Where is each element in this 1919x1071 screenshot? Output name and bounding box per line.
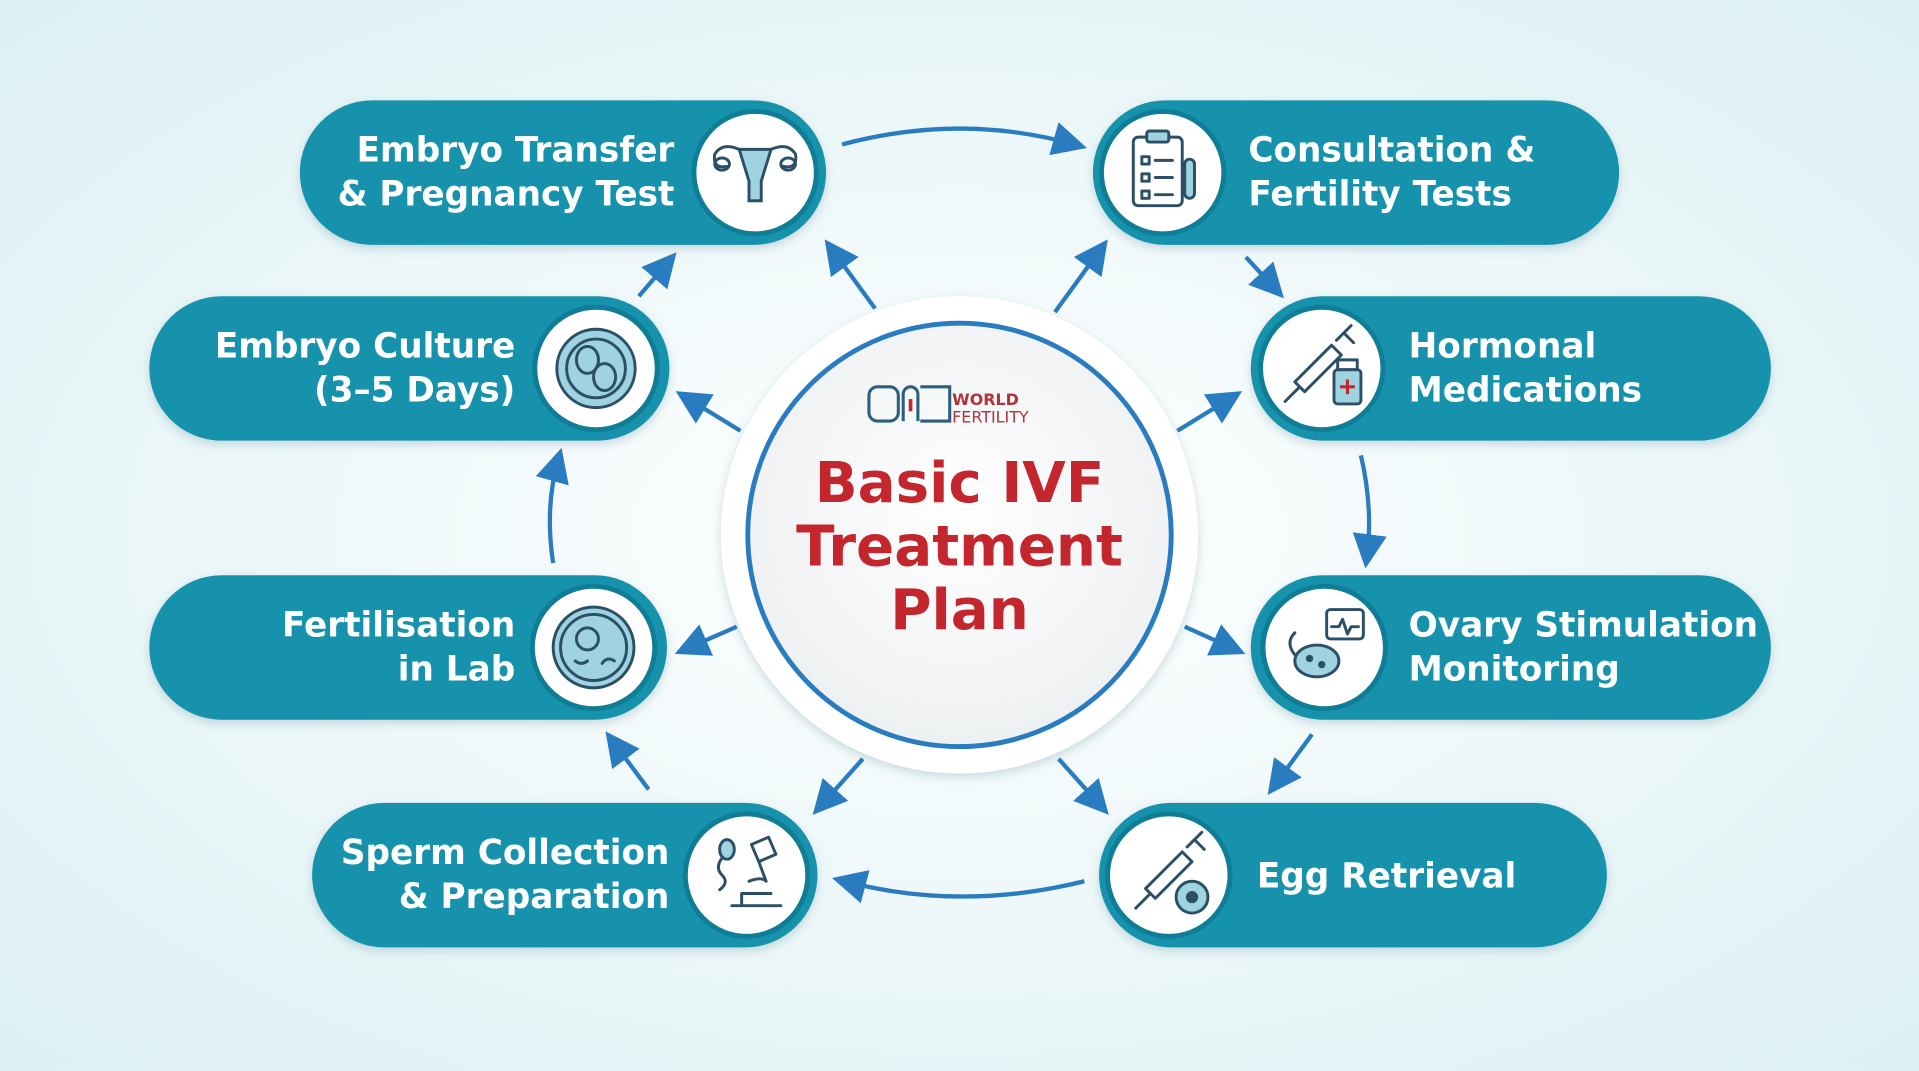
step-label: Fertilisation: [282, 605, 515, 645]
step-label: Medications: [1409, 370, 1642, 410]
uterus-icon: [712, 145, 798, 203]
cycle-arrows: [535, 122, 1387, 904]
ovary-monitor-icon: [1288, 608, 1365, 679]
step-fertilisation: Fertilisation in Lab: [149, 575, 667, 720]
step-label: Sperm Collection: [341, 833, 670, 873]
step-label: & Preparation: [399, 877, 670, 917]
svg-text:WORLD: WORLD: [952, 390, 1019, 409]
clipboard-icon: [1131, 129, 1196, 208]
step-embryo-culture: Embryo Culture (3–5 Days): [149, 296, 670, 441]
step-label: & Pregnancy Test: [338, 175, 675, 215]
petri-dish-icon: [551, 605, 636, 690]
arrow-outer: [1352, 454, 1387, 569]
arrow-outer: [841, 122, 1087, 156]
arrow-outer: [605, 731, 651, 791]
embryo-cell-icon: [555, 327, 637, 410]
title-line-2: Treatment: [796, 514, 1123, 579]
step-label: Embryo Culture: [215, 326, 515, 366]
step-sperm-collection: Sperm Collection & Preparation: [312, 802, 818, 948]
step-hormonal-medications: Hormonal Medications: [1250, 296, 1771, 441]
step-label: Egg Retrieval: [1257, 856, 1516, 896]
title-line-1: Basic IVF: [815, 451, 1105, 516]
logo: WORLD FERTILITY: [867, 385, 1029, 426]
sperm-microscope-icon: [716, 835, 783, 908]
step-egg-retrieval: Egg Retrieval: [1099, 802, 1607, 948]
step-consultation: Consultation & Fertility Tests: [1092, 100, 1620, 245]
arrow-inner: [1183, 624, 1246, 656]
syringe-egg-icon: [1134, 830, 1210, 915]
step-label: Monitoring: [1409, 650, 1620, 690]
step-label: Ovary Stimulation: [1409, 605, 1758, 645]
arrow-inner: [1053, 239, 1108, 314]
arrow-inner: [1057, 757, 1109, 815]
step-label: Hormonal: [1409, 326, 1597, 366]
arrow-inner: [824, 239, 877, 310]
arrow-outer: [832, 870, 1085, 904]
title-line-3: Plan: [890, 578, 1029, 643]
step-label: (3–5 Days): [314, 370, 515, 410]
step-label: Embryo Transfer: [357, 131, 675, 171]
step-ovary-stimulation: Ovary Stimulation Monitoring: [1250, 575, 1771, 720]
arrow-outer: [535, 447, 569, 564]
syringe-vial-icon: [1283, 324, 1363, 406]
arrow-inner: [812, 757, 865, 815]
step-label: Fertility Tests: [1248, 175, 1512, 215]
center-badge: WORLD FERTILITY Basic IVF Treatment Plan: [720, 296, 1199, 774]
svg-text:FERTILITY: FERTILITY: [952, 407, 1029, 426]
step-label: Consultation &: [1248, 131, 1535, 171]
arrow-outer: [637, 252, 677, 298]
arrow-outer: [1267, 733, 1314, 795]
arrow-outer: [1244, 255, 1284, 299]
arrow-inner: [674, 624, 738, 656]
arrow-inner: [1176, 391, 1243, 433]
step-embryo-transfer: Embryo Transfer & Pregnancy Test: [299, 100, 827, 245]
step-label: in Lab: [398, 650, 516, 690]
arrow-inner: [675, 391, 742, 433]
